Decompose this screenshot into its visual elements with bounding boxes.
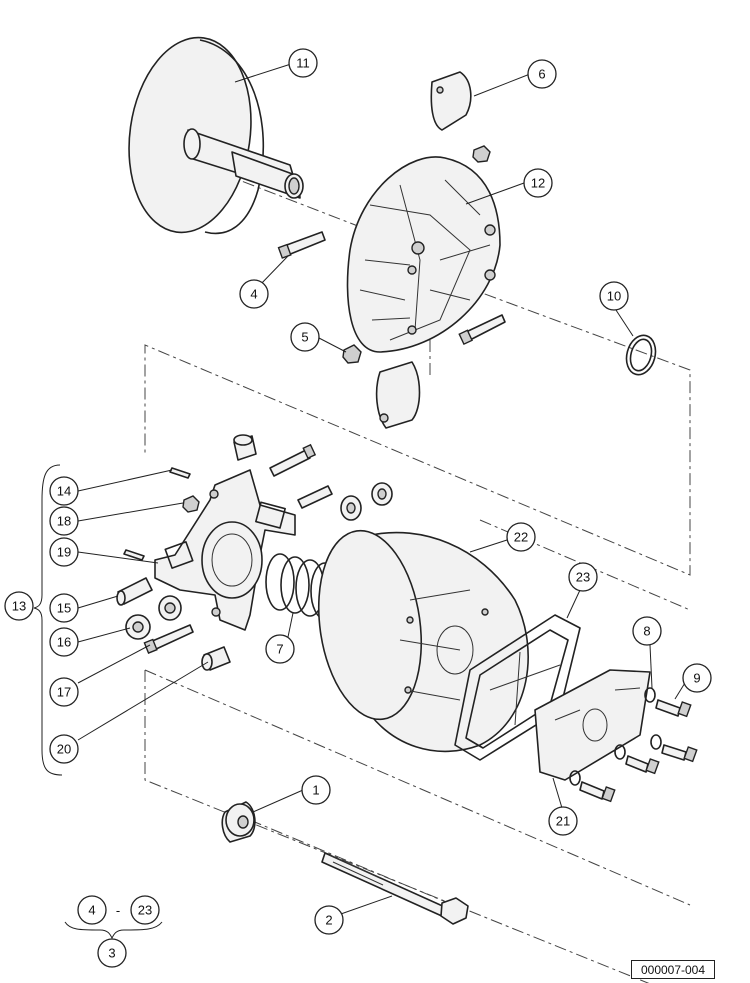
spacer-top (233, 434, 257, 461)
callout-6: 6 (527, 59, 557, 89)
callout-23b: 23 (130, 895, 160, 925)
svg-text:1: 1 (312, 783, 319, 798)
figure-reference-number: 000007-004 (631, 960, 715, 979)
callout-13: 13 (4, 591, 34, 621)
cover-plate (534, 669, 651, 781)
svg-text:8: 8 (643, 624, 650, 639)
svg-text:4: 4 (250, 287, 257, 302)
bolt-17 (143, 624, 194, 654)
pin-19 (123, 549, 145, 561)
svg-text:16: 16 (57, 635, 71, 650)
callout-12: 12 (523, 168, 553, 198)
callout-4b: 4 (77, 895, 107, 925)
spacer-20 (201, 646, 231, 671)
spider-assembly (154, 469, 296, 631)
callout-16: 16 (49, 627, 79, 657)
svg-text:10: 10 (607, 289, 621, 304)
callout-4: 4 (239, 279, 269, 309)
bracket-3 (64, 921, 163, 940)
svg-text:12: 12 (531, 176, 545, 191)
svg-text:13: 13 (12, 599, 26, 614)
svg-text:21: 21 (556, 814, 570, 829)
callout-10: 10 (599, 281, 629, 311)
callout-8: 8 (632, 616, 662, 646)
svg-text:2: 2 (325, 913, 332, 928)
bolt-4-upper (277, 231, 326, 259)
weight-upper (430, 71, 472, 131)
svg-text:19: 19 (57, 545, 71, 560)
bolt-top (269, 443, 317, 477)
svg-text:23: 23 (576, 570, 590, 585)
cover (317, 529, 529, 753)
bracket-13 (33, 464, 63, 776)
callout-3: 3 (97, 938, 127, 968)
callout-11: 11 (288, 48, 318, 78)
roller-15 (116, 577, 153, 606)
svg-text:6: 6 (538, 67, 545, 82)
svg-text:15: 15 (57, 601, 71, 616)
nut-18 (182, 495, 200, 513)
svg-text:23: 23 (138, 903, 152, 918)
weight-lower (375, 361, 421, 429)
roller-16 (125, 595, 182, 640)
svg-text:7: 7 (276, 642, 283, 657)
assembly-lines (144, 164, 691, 983)
svg-text:14: 14 (57, 484, 71, 499)
pin-14 (169, 467, 191, 479)
svg-text:5: 5 (301, 330, 308, 345)
callout-1: 1 (301, 775, 331, 805)
svg-text:4: 4 (88, 903, 95, 918)
range-separator: - (116, 903, 120, 918)
callout-7: 7 (265, 634, 295, 664)
bushing (221, 801, 256, 843)
o-ring (625, 334, 657, 376)
callout-9: 9 (682, 663, 712, 693)
callout-2: 2 (314, 905, 344, 935)
nut-5-upper (472, 145, 491, 163)
callout-22: 22 (506, 522, 536, 552)
svg-text:9: 9 (693, 671, 700, 686)
callout-15: 15 (49, 593, 79, 623)
bolts-9 (579, 699, 698, 803)
pin-top (297, 485, 333, 509)
callout-21: 21 (548, 806, 578, 836)
long-bolt (321, 852, 469, 925)
fixed-sheave (128, 36, 304, 235)
callout-20: 20 (49, 734, 79, 764)
leader-lines (77, 63, 689, 916)
movable-sheave (346, 156, 501, 353)
callout-14: 14 (49, 476, 79, 506)
callout-17: 17 (49, 677, 79, 707)
rollers-top (340, 482, 393, 521)
svg-text:20: 20 (57, 742, 71, 757)
svg-text:22: 22 (514, 530, 528, 545)
svg-text:17: 17 (57, 685, 71, 700)
washers-8 (569, 687, 662, 786)
callout-19: 19 (49, 537, 79, 567)
svg-text:11: 11 (296, 56, 310, 71)
callout-5: 5 (290, 322, 320, 352)
svg-text:3: 3 (108, 946, 115, 961)
bolt-4-lower (458, 314, 506, 346)
nut-5 (342, 344, 362, 364)
callout-23: 23 (568, 562, 598, 592)
callout-18: 18 (49, 506, 79, 536)
svg-text:18: 18 (57, 514, 71, 529)
